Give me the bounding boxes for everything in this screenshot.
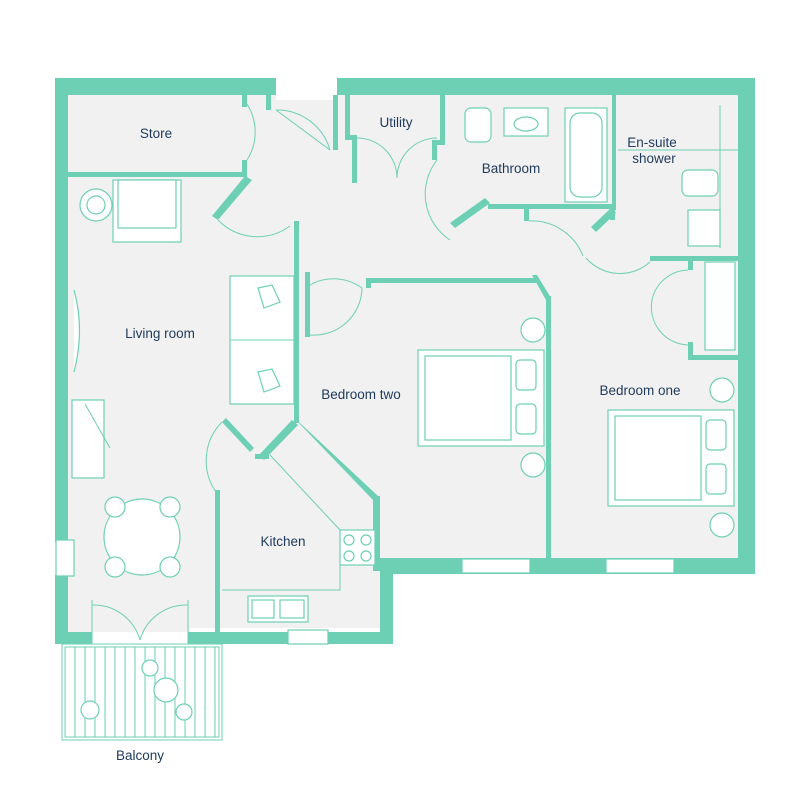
room-label-store: Store: [140, 126, 172, 141]
room-label-ensuite-line2: shower: [632, 151, 676, 166]
bathroom-fixtures: [464, 105, 738, 351]
room-labels: Store Utility Bathroom En-suite shower L…: [116, 115, 681, 763]
room-label-bedroom-one: Bedroom one: [599, 383, 680, 398]
room-label-living-room: Living room: [125, 326, 195, 341]
room-label-kitchen: Kitchen: [260, 534, 305, 549]
room-label-utility: Utility: [380, 115, 413, 130]
door-swings: [91, 103, 689, 644]
living-furniture: [71, 179, 295, 578]
interior-walls: [68, 92, 738, 632]
room-label-ensuite-line1: En-suite: [627, 135, 677, 150]
bedroom-one-furniture: [607, 377, 735, 538]
balcony-deck: [61, 643, 223, 741]
diagonal-walls: [212, 176, 616, 571]
room-label-balcony: Balcony: [116, 748, 164, 763]
room-label-bedroom-two: Bedroom two: [321, 387, 401, 402]
windows: [55, 539, 675, 645]
floor-areas: [68, 95, 738, 632]
bedroom-two-furniture: [417, 317, 546, 478]
kitchen-fixtures: [222, 454, 376, 623]
room-label-bathroom: Bathroom: [482, 161, 541, 176]
